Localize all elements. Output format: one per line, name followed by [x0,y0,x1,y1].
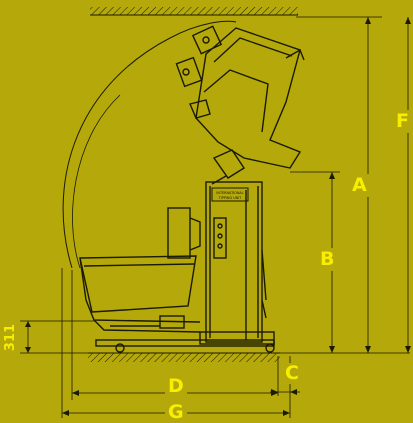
dimension-label-f: F [395,110,410,133]
dimension-label-b: B [318,248,337,271]
plate-line1: INTERNATIONAL [216,191,243,195]
lower-bin [79,207,201,333]
column-frame [205,181,267,343]
dimension-label-c: C [283,362,301,384]
tipping-arc [62,20,237,269]
dimension-label-d: D [165,376,187,397]
upper-bin [175,25,305,185]
dimension-arrows [25,17,411,416]
dimension-label-g: G [165,402,187,423]
floor-hatch [88,352,280,362]
machine-base [95,331,275,353]
ceiling-hatch [90,7,298,16]
plate-line2: TIPPING UNIT [218,196,242,200]
identification-plate: INTERNATIONAL TIPPING UNIT [211,187,249,202]
dimension-label-a: A [350,174,369,197]
dimension-label-311: 311 [3,322,19,353]
